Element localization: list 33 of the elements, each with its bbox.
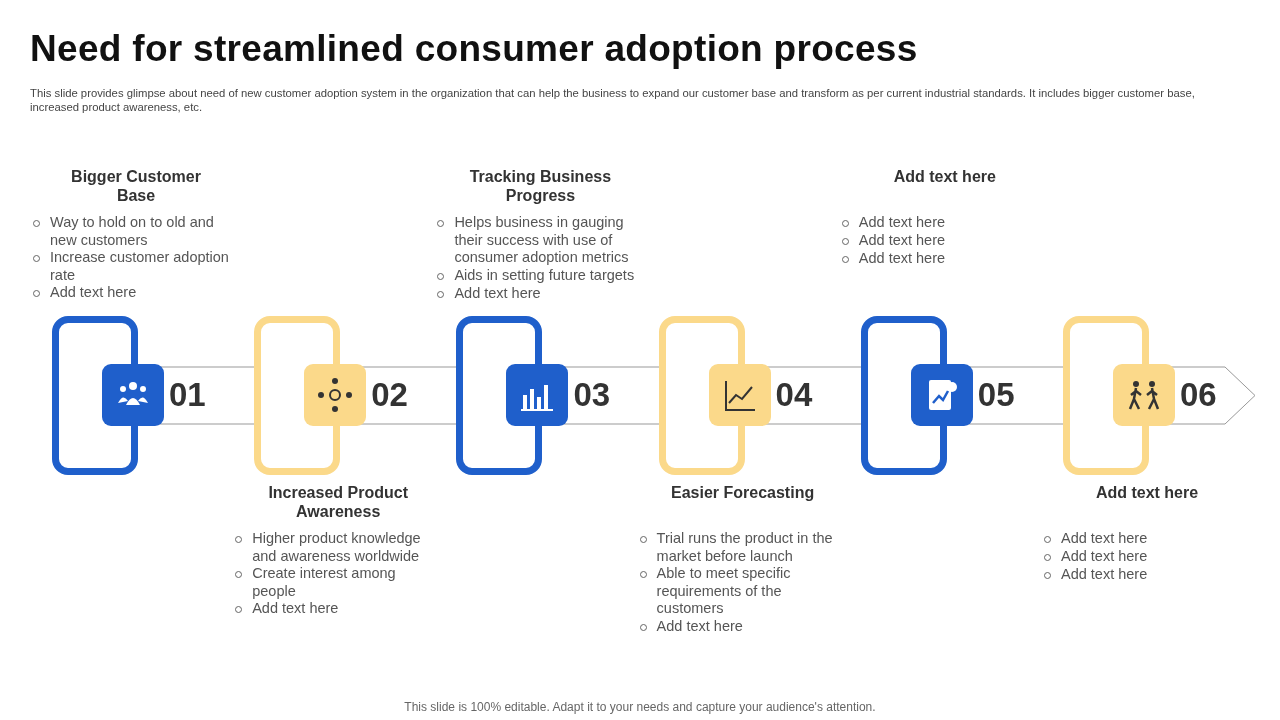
bullet-text: Add text here xyxy=(434,285,635,303)
bullet-text: Add text here xyxy=(1041,566,1241,584)
bullet-text: Able to meet specific requirements of the customers xyxy=(636,565,837,619)
step-heading: Bigger Customer Base xyxy=(70,167,202,205)
step-heading: Add text here xyxy=(892,167,997,186)
step-heading: Increased Product Awareness xyxy=(267,483,409,521)
step-heading: Add text here xyxy=(1094,483,1200,502)
bullet-text: Add text here xyxy=(1041,548,1241,566)
bullet-text: Increase customer adoption rate xyxy=(30,249,230,285)
step-number: 04 xyxy=(775,376,813,414)
slide-title: Need for streamlined consumer adoption process xyxy=(30,28,918,70)
bullet-text: Create interest among people xyxy=(232,565,433,601)
bullet-text: Add text here xyxy=(1041,530,1241,548)
step-number: 03 xyxy=(573,376,611,414)
bullet-text: Trial runs the product in the market before launch xyxy=(636,530,837,566)
step-number: 05 xyxy=(977,376,1015,414)
step-number: 06 xyxy=(1180,376,1217,414)
bullet-text: Higher product knowledge and awareness worldwide xyxy=(232,530,433,566)
bullet-text: Add text here xyxy=(232,600,433,618)
bullet-text: Helps business in gauging their success with use of consumer adoption metrics xyxy=(434,214,635,268)
footer-note: This slide is 100% editable. Adapt it to your needs and capture your audience's attention. xyxy=(403,700,877,714)
bullet-text: Aids in setting future targets xyxy=(434,267,635,285)
bullet-text: Add text here xyxy=(30,284,230,302)
bullet-text: Add text here xyxy=(838,250,1039,268)
step-heading: Tracking Business Progress xyxy=(468,167,613,205)
bullet-text: Add text here xyxy=(838,214,1039,232)
bullet-text: Add text here xyxy=(636,618,837,636)
description-text: This slide provides glimpse about need of new customer adoption system in the organization that can help the business to expand our customer base and transform as per current industrial standards. It includes bigger customer base, increased product awareness, etc. xyxy=(30,86,1196,114)
step-number: 02 xyxy=(371,376,408,414)
step-number: 01 xyxy=(169,376,206,414)
bullet-text: Add text here xyxy=(838,232,1039,250)
step-heading: Easier Forecasting xyxy=(670,483,816,502)
bullet-text: Way to hold on to old and new customers xyxy=(30,214,230,250)
